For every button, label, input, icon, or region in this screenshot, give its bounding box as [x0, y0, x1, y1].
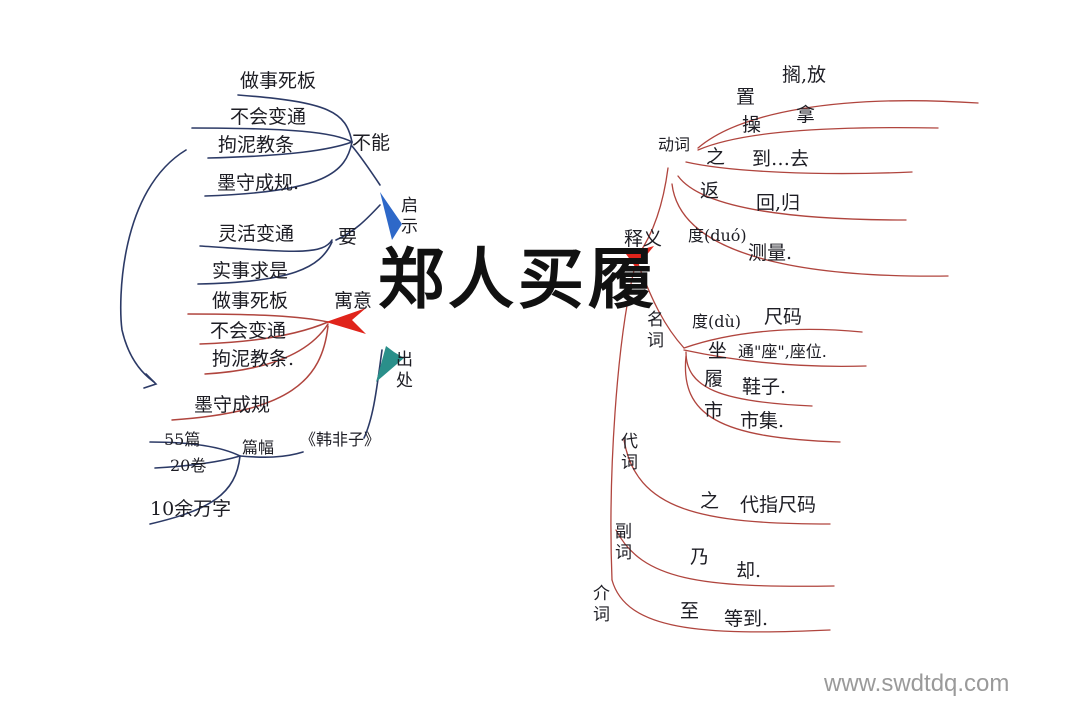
dongci-word-5: 度(duó) — [688, 226, 747, 245]
daici-meaning: 代指尺码 — [740, 494, 817, 516]
yao-item-2: 实事求是 — [212, 260, 289, 282]
yuyi-red-flag — [326, 308, 366, 334]
yao-label: 要 — [338, 226, 358, 248]
buneng-item-2: 不会变通 — [230, 106, 307, 128]
mingci-meaning-1: 尺码 — [764, 306, 803, 328]
dongci-label: 动词 — [658, 135, 691, 154]
left-red-branches — [171, 313, 329, 421]
chuchu-item-3: 10余万字 — [150, 498, 232, 520]
jieci-word: 至 — [680, 600, 700, 622]
dongci-meaning-4: 回,归 — [756, 192, 801, 214]
chuchu-item-1: 55篇 — [164, 430, 201, 449]
buneng-label: 不能 — [352, 132, 391, 154]
dongci-meaning-5: 测量. — [748, 242, 793, 264]
mingci-word-4: 市 — [704, 400, 724, 422]
chuchu-teal-flag — [376, 346, 404, 382]
left-navy-branches — [119, 94, 383, 525]
dongci-meaning-3: 到…去 — [752, 148, 810, 170]
yao-item-1: 灵活变通 — [218, 223, 295, 245]
dongci-word-4: 返 — [700, 180, 720, 202]
jieci-meaning: 等到. — [724, 608, 769, 630]
buneng-item-1: 做事死板 — [240, 70, 317, 92]
watermark: www.swdtdq.com — [824, 670, 1010, 697]
dongci-word-2: 操 — [742, 114, 762, 136]
yuyi-item-4: 墨守成规 — [194, 394, 271, 416]
mingci-word-1: 度(dù) — [692, 312, 742, 331]
mingci-meaning-4: 市集. — [740, 410, 785, 432]
yuyi-label: 寓意 — [334, 290, 373, 312]
fuci-label: 副词 — [611, 522, 631, 564]
mingci-word-2: 坐 — [708, 340, 728, 362]
yuyi-item-1: 做事死板 — [212, 290, 289, 312]
dongci-meaning-1: 搁,放 — [782, 64, 827, 86]
mingci-label: 名词 — [643, 310, 663, 352]
yuyi-item-2: 不会变通 — [210, 320, 287, 342]
daici-word: 之 — [700, 490, 720, 512]
daici-label: 代词 — [617, 432, 637, 474]
buneng-item-3: 拘泥教条 — [218, 134, 295, 156]
dongci-word-1: 置 — [736, 86, 756, 108]
chuchu-label: 出处 — [392, 350, 412, 392]
fuci-meaning: 却. — [736, 560, 762, 582]
qishi-blue-flag — [380, 192, 402, 240]
central-title: 郑人买履 — [378, 240, 658, 318]
jieci-label: 介词 — [589, 584, 609, 626]
fuci-word: 乃 — [690, 546, 710, 568]
right-red-branches — [610, 100, 979, 633]
shiyi-red-flag — [626, 246, 654, 268]
mingci-word-3: 履 — [704, 368, 724, 390]
dongci-meaning-2: 拿 — [796, 104, 816, 126]
chuchu-pianfu: 篇幅 — [242, 438, 275, 457]
mingci-meaning-2: 通"座",座位. — [738, 342, 827, 361]
buneng-item-4: 墨守成规. — [217, 172, 300, 194]
qishi-label: 启示 — [397, 196, 417, 238]
shiyi-label: 释义 — [624, 228, 663, 250]
chuchu-source: 《韩非子》 — [300, 430, 381, 449]
dongci-word-3: 之 — [706, 146, 726, 168]
yuyi-item-3: 拘泥教条. — [212, 348, 295, 370]
chuchu-item-2: 20卷 — [170, 456, 207, 475]
mingci-meaning-3: 鞋子. — [742, 376, 787, 398]
